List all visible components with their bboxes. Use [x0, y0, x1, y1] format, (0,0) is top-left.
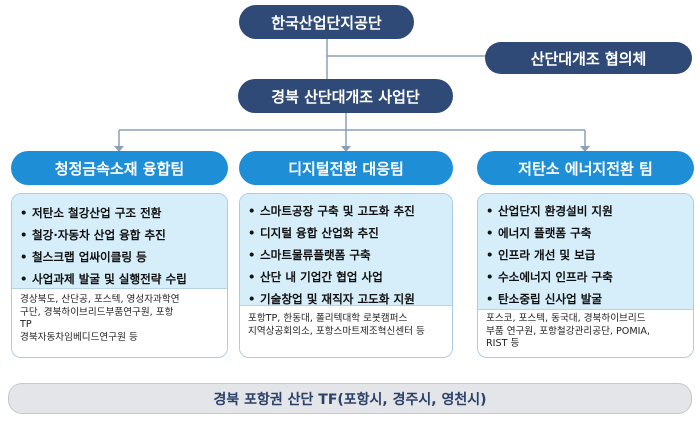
- team-3-partner-line: 부품 연구원, 포항철강관리공단, POMIA,: [486, 325, 651, 337]
- team-2-tasks: •스마트공장 구축 및 고도화 추진 •디지털 융합 산업화 추진 •스마트물류…: [240, 194, 452, 321]
- council-box: 산단대개조 협의체: [485, 42, 692, 74]
- team-3-task: •수소에너지 인프라 구축: [486, 270, 613, 284]
- team-1-title: 청정금속소재 융합팀: [54, 159, 185, 178]
- team-2-task: •스마트공장 구축 및 고도화 추진: [248, 204, 415, 218]
- team-2-title: 디지털전환 대응팀: [288, 159, 404, 178]
- arrow-team-1: [114, 146, 124, 152]
- regional-tf-bar: 경북 포항권 산단 TF(포항시, 경주시, 영천시): [8, 383, 692, 414]
- arrow-team-3: [580, 146, 590, 152]
- team-2-task: •산단 내 기업간 협업 사업: [248, 270, 383, 284]
- team-2-card: •스마트공장 구축 및 고도화 추진 •디지털 융합 산업화 추진 •스마트물류…: [239, 193, 453, 358]
- team-3-header: 저탄소 에너지전환 팀: [477, 151, 694, 185]
- team-3-tasks: •산업단지 환경설비 지원 •에너지 플랫폼 구축 •인프라 개선 및 보급 •…: [478, 194, 693, 321]
- team-3-task: •인프라 개선 및 보급: [486, 248, 596, 262]
- team-2-task: •디지털 융합 산업화 추진: [248, 226, 379, 240]
- team-1-partner-line: 구단, 경북하이브리드부품연구원, 포항: [20, 306, 174, 318]
- team-1-task: •사업과제 발굴 및 실행전략 수립: [20, 272, 187, 286]
- team-3-partner-line: 포스코, 포스텍, 동국대, 경북하이브리드: [486, 313, 646, 324]
- org-box: 경북 산단대개조 사업단: [238, 79, 453, 113]
- arrow-team-2: [341, 146, 351, 152]
- team-1-task: •저탄소 철강산업 구조 전환: [20, 206, 162, 220]
- team-3-partner-line: RIST 등: [486, 338, 520, 349]
- team-1-task: •철스크랩 업싸이클링 등: [20, 250, 147, 264]
- team-1-partner-line: TP: [20, 319, 32, 330]
- top-org-title: 한국산업단지공단: [271, 13, 382, 32]
- team-1-task: •철강·자동차 산업 융합 추진: [20, 228, 166, 242]
- team-3-task: •에너지 플랫폼 구축: [486, 226, 592, 240]
- team-1-card: •저탄소 철강산업 구조 전환 •철강·자동차 산업 융합 추진 •철스크랩 업…: [11, 193, 228, 358]
- team-2-header: 디지털전환 대응팀: [239, 151, 453, 185]
- team-3-task: •탄소중립 신사업 발굴: [486, 292, 603, 306]
- team-1-partner-line: 경상북도, 산단공, 포스텍, 영성자과학연: [20, 294, 180, 305]
- team-3-card: •산업단지 환경설비 지원 •에너지 플랫폼 구축 •인프라 개선 및 보급 •…: [477, 193, 694, 358]
- team-2-task: •기술창업 및 재직자 고도화 지원: [248, 292, 415, 306]
- team-1-partners: 경상북도, 산단공, 포스텍, 영성자과학연 구단, 경북하이브리드부품연구원,…: [12, 288, 227, 357]
- org-title: 경북 산단대개조 사업단: [271, 87, 420, 106]
- team-1-partner-line: 경북자동차임베디드연구원 등: [20, 331, 138, 343]
- team-2-partners: 포항TP, 한동대, 폴리텍대학 로봇캠퍼스 지역상공회의소, 포항스마트제조혁…: [240, 305, 452, 357]
- team-1-tasks: •저탄소 철강산업 구조 전환 •철강·자동차 산업 융합 추진 •철스크랩 업…: [12, 194, 227, 304]
- team-3-title: 저탄소 에너지전환 팀: [518, 159, 653, 178]
- team-2-partner-line: 포항TP, 한동대, 폴리텍대학 로봇캠퍼스: [248, 313, 408, 324]
- team-1-header: 청정금속소재 융합팀: [11, 151, 228, 185]
- team-3-partners: 포스코, 포스텍, 동국대, 경북하이브리드 부품 연구원, 포항철강관리공단,…: [478, 309, 693, 357]
- council-label: 산단대개조 협의체: [530, 49, 647, 68]
- regional-tf-label: 경북 포항권 산단 TF(포항시, 경주시, 영천시): [213, 391, 487, 408]
- top-org-box: 한국산업단지공단: [239, 5, 414, 39]
- team-2-partner-line: 지역상공회의소, 포항스마트제조혁신센터 등: [248, 325, 425, 337]
- team-2-task: •스마트물류플랫폼 구축: [248, 248, 371, 262]
- team-3-task: •산업단지 환경설비 지원: [486, 204, 613, 218]
